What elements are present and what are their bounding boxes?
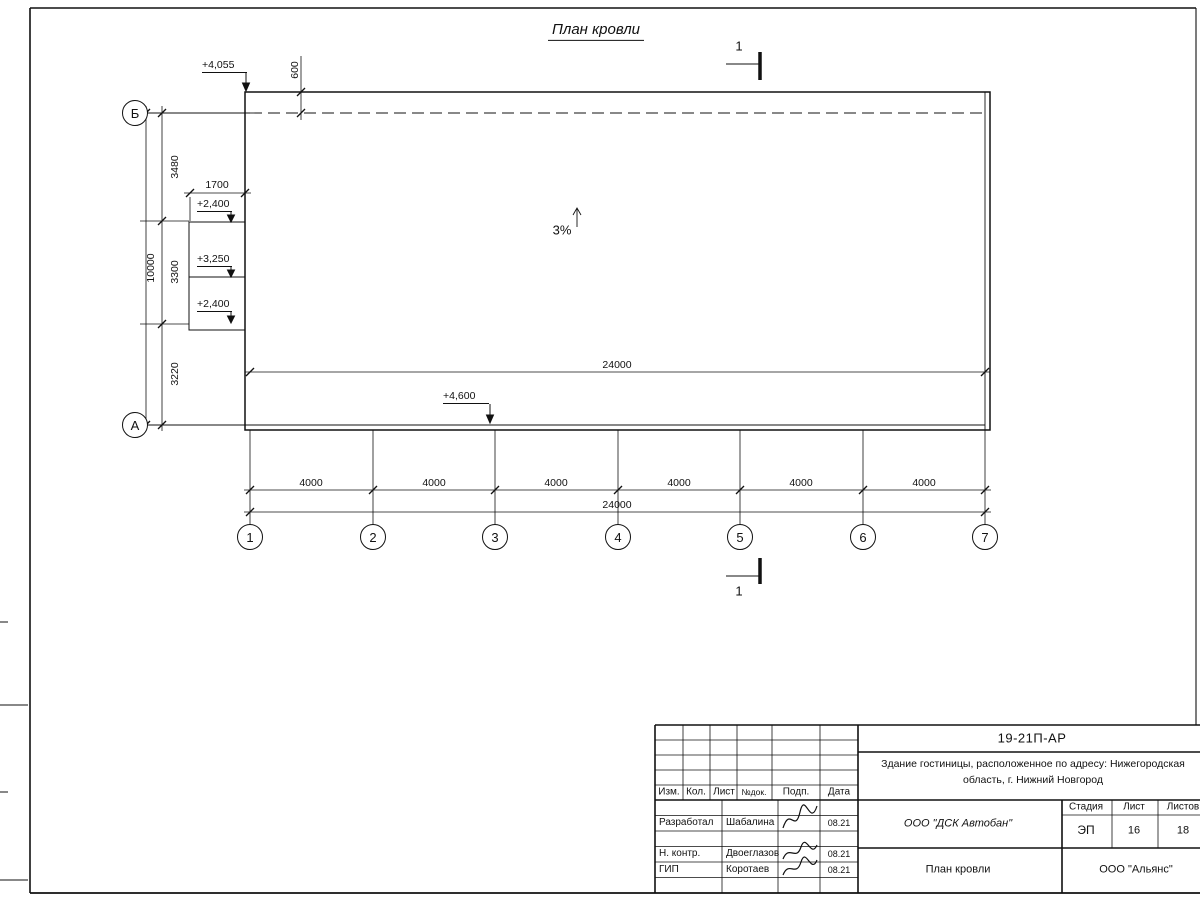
dim-left-segment-2: 3300 bbox=[168, 260, 181, 284]
rev-col-izm: Изм. bbox=[658, 786, 680, 798]
rev-col-kol: Кол. bbox=[686, 786, 706, 798]
dim-left-total-10000: 10000 bbox=[144, 253, 157, 283]
dim-left-segment-1: 3480 bbox=[168, 155, 181, 179]
dim-bottom-segment-5: 4000 bbox=[789, 476, 813, 489]
sheets-total-value: 18 bbox=[1176, 824, 1190, 837]
dim-bottom-segment-3: 4000 bbox=[544, 476, 568, 489]
sheet-title-label: План кровли bbox=[548, 21, 644, 42]
elevation-mark-roof-top-left: +4,055 bbox=[202, 59, 247, 74]
sheet-number-value: 16 bbox=[1127, 824, 1141, 837]
axis-bubble-a: А bbox=[122, 412, 148, 438]
rev-col-data: Дата bbox=[827, 786, 851, 798]
sign-role-3: ГИП bbox=[659, 864, 679, 875]
axis-bubble-1: 1 bbox=[237, 524, 263, 550]
stage-header: Стадия bbox=[1068, 801, 1104, 813]
rev-col-podp: Подп. bbox=[782, 786, 810, 798]
doc-code: 19-21П-АР bbox=[997, 730, 1067, 746]
axis-bubble-4: 4 bbox=[605, 524, 631, 550]
section-marks bbox=[726, 52, 762, 584]
signatures bbox=[782, 804, 818, 876]
sign-date-1: 08.21 bbox=[827, 817, 851, 828]
dim-bottom-segment-2: 4000 bbox=[422, 476, 446, 489]
dim-left-segment-3: 3220 bbox=[168, 362, 181, 386]
dim-inner-total-24000: 24000 bbox=[602, 358, 632, 371]
axis-bubble-5: 5 bbox=[727, 524, 753, 550]
axis-bubble-2: 2 bbox=[360, 524, 386, 550]
sheet-frame bbox=[0, 7, 1200, 894]
sheets-header: Листов bbox=[1166, 801, 1200, 813]
dimension-ticks bbox=[141, 87, 990, 517]
sheet-header: Лист bbox=[1123, 801, 1145, 813]
sign-name-1: Шабалина bbox=[726, 817, 775, 828]
elevation-mark-canopy-upper: +2,400 bbox=[197, 198, 232, 213]
axis-bubble-6: 6 bbox=[850, 524, 876, 550]
section-mark-bottom-label: 1 bbox=[735, 583, 743, 599]
sign-role-2: Н. контр. bbox=[659, 848, 701, 859]
elevation-arrows bbox=[226, 73, 495, 425]
contractor-name: ООО "ДСК Автобан" bbox=[903, 817, 1013, 830]
dim-bottom-segment-4: 4000 bbox=[667, 476, 691, 489]
slope-direction-arrow bbox=[572, 207, 582, 227]
sign-role-1: Разработал bbox=[659, 817, 714, 828]
dimension-linework bbox=[140, 56, 991, 524]
axis-bubble-7: 7 bbox=[972, 524, 998, 550]
sign-date-2: 08.21 bbox=[827, 848, 851, 859]
section-mark-top-label: 1 bbox=[735, 38, 743, 54]
dim-canopy-1700: 1700 bbox=[205, 178, 229, 191]
sign-name-2: Двоеглазов bbox=[726, 848, 780, 859]
organization-name: ООО "Альянс" bbox=[1099, 863, 1173, 876]
elevation-mark-canopy-middle: +3,250 bbox=[197, 253, 232, 268]
title-block-grid bbox=[654, 724, 1200, 893]
roof-plan-outline bbox=[148, 91, 991, 431]
rev-col-list: Лист bbox=[713, 786, 735, 798]
axis-bubble-b: Б bbox=[122, 100, 148, 126]
elevation-mark-roof-bottom: +4,600 bbox=[443, 390, 489, 405]
axis-bubble-3: 3 bbox=[482, 524, 508, 550]
rev-col-ndoc: №док. bbox=[741, 787, 767, 798]
project-description: Здание гостиницы, расположенное по адрес… bbox=[881, 758, 1185, 787]
dim-bottom-total-24000: 24000 bbox=[602, 498, 632, 511]
dim-bottom-segment-6: 4000 bbox=[912, 476, 936, 489]
stage-value: ЭП bbox=[1077, 823, 1095, 838]
title-block-sheet-title: План кровли bbox=[925, 863, 991, 876]
elevation-mark-canopy-lower: +2,400 bbox=[197, 298, 232, 313]
sign-name-3: Коротаев bbox=[726, 864, 770, 875]
dim-bottom-segment-1: 4000 bbox=[299, 476, 323, 489]
sign-date-3: 08.21 bbox=[827, 864, 851, 875]
slope-label: 3% bbox=[552, 222, 572, 238]
dim-overhang-600: 600 bbox=[288, 61, 301, 79]
